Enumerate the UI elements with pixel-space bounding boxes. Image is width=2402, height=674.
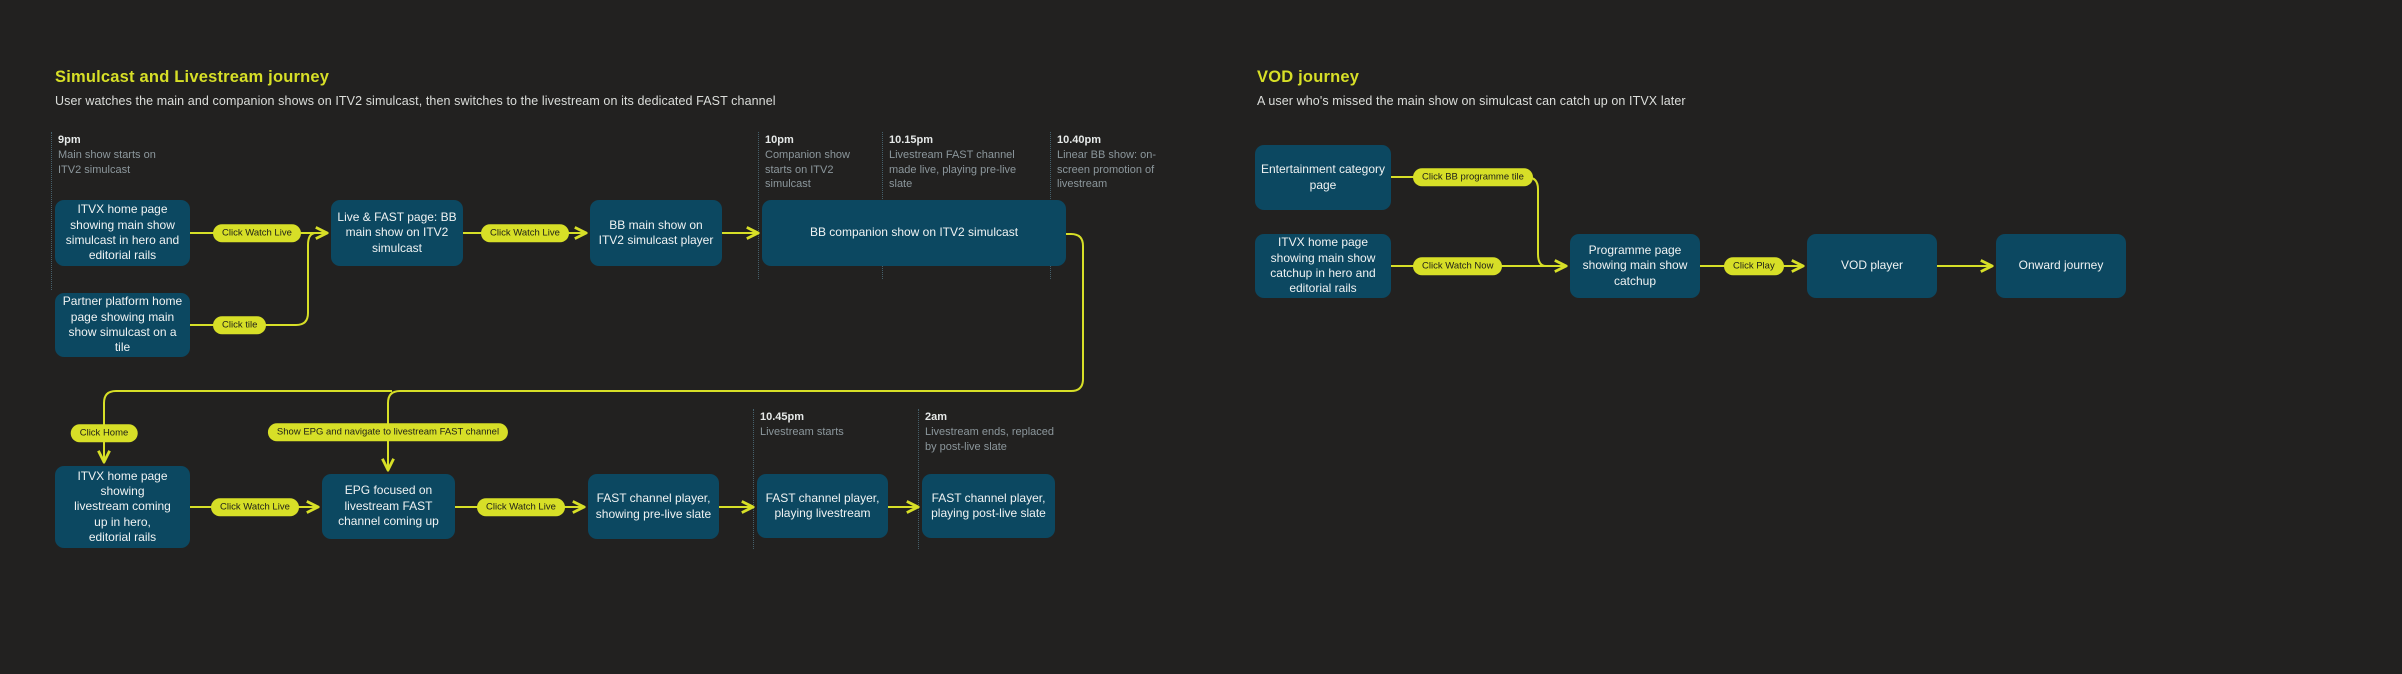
- node-bb-companion: BB companion show on ITV2 simulcast: [762, 200, 1066, 266]
- timeline-marker-10pm: 10pm Companion show starts on ITV2 simul…: [758, 130, 874, 278]
- node-programme-page: Programme page showing main show catchup: [1570, 234, 1700, 298]
- node-fast-player-prelive: FAST channel player, showing pre-live sl…: [588, 474, 719, 539]
- pill-click-tile: Click tile: [213, 316, 267, 334]
- pill-click-home: Click Home: [70, 424, 138, 442]
- timeline-desc: Livestream starts: [760, 426, 844, 438]
- node-onward-journey: Onward journey: [1996, 234, 2126, 298]
- connector-path: [1391, 176, 1547, 267]
- connector-path: [388, 233, 1084, 470]
- timeline-marker-9pm: 9pm Main show starts on ITV2 simulcast: [51, 130, 181, 291]
- timeline-time: 10pm: [765, 134, 794, 146]
- timeline-desc: Linear BB show: on-screen promotion of l…: [1057, 149, 1157, 191]
- timeline-time: 10.40pm: [1057, 134, 1102, 146]
- pill-click-watch-live-4: Click Watch Live: [477, 498, 565, 516]
- timeline-desc: Livestream FAST channel made live, playi…: [889, 149, 1017, 191]
- timeline-marker-10-40pm: 10.40pm Linear BB show: on-screen promot…: [1050, 130, 1182, 278]
- node-live-fast-page: Live & FAST page: BB main show on ITV2 s…: [331, 200, 463, 266]
- node-itvx-home-simulcast: ITVX home page showing main show simulca…: [55, 200, 190, 266]
- connector-path: [190, 232, 317, 326]
- pill-click-watch-live-3: Click Watch Live: [211, 498, 299, 516]
- connector-path: [104, 390, 392, 462]
- node-bb-main-player: BB main show on ITV2 simulcast player: [590, 200, 722, 266]
- timeline-marker-10-45pm: 10.45pm Livestream starts: [753, 407, 883, 547]
- vod-journey-subtitle: A user who's missed the main show on sim…: [1257, 94, 1686, 108]
- timeline-desc: Companion show starts on ITV2 simulcast: [765, 149, 850, 191]
- timeline-marker-2am: 2am Livestream ends, replaced by post-li…: [918, 407, 1066, 550]
- pill-click-watch-live-1: Click Watch Live: [213, 224, 301, 242]
- pill-click-watch-live-2: Click Watch Live: [481, 224, 569, 242]
- pill-click-play: Click Play: [1724, 257, 1784, 275]
- node-fast-player-postlive: FAST channel player, playing post-live s…: [922, 474, 1055, 538]
- pill-click-bb-programme-tile: Click BB programme tile: [1413, 168, 1533, 186]
- node-entertainment-category: Entertainment category page: [1255, 145, 1391, 210]
- node-itvx-home-livestream: ITVX home page showing livestream coming…: [55, 466, 190, 548]
- vod-journey-title: VOD journey: [1257, 68, 1360, 86]
- timeline-time: 9pm: [58, 134, 81, 146]
- node-partner-platform: Partner platform home page showing main …: [55, 293, 190, 357]
- simulcast-journey-subtitle: User watches the main and companion show…: [55, 94, 776, 108]
- node-vod-player: VOD player: [1807, 234, 1937, 298]
- simulcast-journey-title: Simulcast and Livestream journey: [55, 68, 330, 86]
- timeline-time: 2am: [925, 411, 948, 423]
- pill-click-watch-now: Click Watch Now: [1413, 257, 1503, 275]
- node-itvx-home-catchup: ITVX home page showing main show catchup…: [1255, 234, 1391, 298]
- timeline-time: 10.15pm: [889, 134, 934, 146]
- pill-show-epg: Show EPG and navigate to livestream FAST…: [267, 423, 509, 441]
- timeline-desc: Livestream ends, replaced by post-live s…: [925, 426, 1055, 453]
- timeline-time: 10.45pm: [760, 411, 805, 423]
- timeline-desc: Main show starts on ITV2 simulcast: [58, 149, 156, 176]
- node-epg-focused: EPG focused on livestream FAST channel c…: [322, 474, 455, 539]
- node-fast-player-livestream: FAST channel player, playing livestream: [757, 474, 888, 538]
